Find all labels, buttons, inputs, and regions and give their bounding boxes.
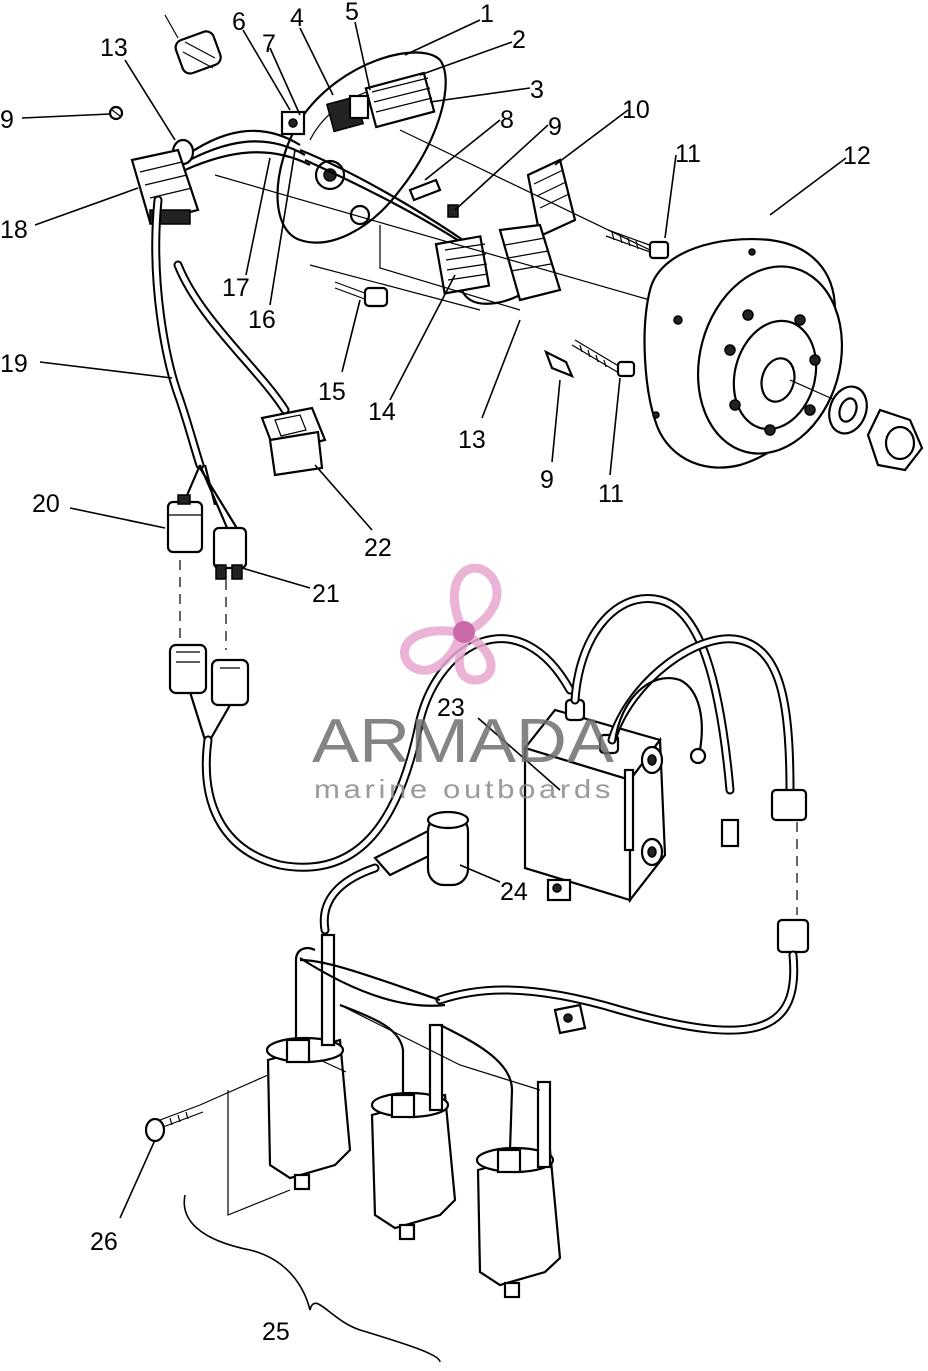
callout-25: 25	[262, 1318, 290, 1346]
callout-6: 6	[232, 8, 246, 36]
callout-16: 16	[248, 306, 276, 334]
callout-24: 24	[500, 878, 528, 906]
watermark: ARMADA marine outboards	[312, 563, 615, 804]
flywheel-nut-icon	[866, 408, 924, 472]
callout-12: 12	[843, 142, 871, 170]
callout-18: 18	[0, 216, 28, 244]
connector-icon	[212, 526, 248, 580]
ignition-coil-icon	[439, 1024, 562, 1299]
callout-11-upper: 11	[675, 140, 701, 168]
screw-icon	[543, 349, 575, 379]
regulator-icon	[498, 158, 577, 302]
flywheel-icon	[643, 238, 844, 469]
callout-15: 15	[318, 378, 346, 406]
wire-harness-icon	[151, 195, 290, 531]
watermark-tagline: marine outboards	[314, 774, 614, 804]
screw-icon	[144, 1104, 204, 1143]
wire-harness-icon	[188, 634, 575, 872]
bracket-icon	[280, 110, 306, 136]
connector-icon	[130, 148, 200, 225]
screw-icon	[571, 339, 636, 378]
callout-1: 1	[480, 0, 494, 28]
callout-23: 23	[437, 694, 465, 722]
watermark-brand: ARMADA	[312, 707, 615, 776]
connector-icon	[260, 406, 327, 477]
callout-17: 17	[222, 274, 250, 302]
screw-icon	[447, 204, 459, 218]
bracket-icon	[553, 1003, 587, 1035]
callout-20: 20	[32, 490, 60, 518]
screw-icon	[408, 178, 442, 202]
callout-7: 7	[262, 30, 276, 58]
leader-lines	[21, 19, 847, 1219]
callout-13-upper: 13	[100, 34, 128, 62]
spark-plug-cap-icon	[319, 810, 470, 935]
callout-8: 8	[500, 106, 514, 134]
callout-13-lower: 13	[458, 426, 486, 454]
callout-11-lower: 11	[598, 480, 624, 508]
ignition-coil-icon	[265, 933, 352, 1191]
callout-5: 5	[345, 0, 359, 26]
connector-icon	[168, 643, 250, 707]
pulser-coil-icon	[325, 71, 436, 133]
callout-21: 21	[312, 580, 340, 608]
ignition-coil-icon	[339, 1003, 457, 1241]
callout-9-lower: 9	[540, 466, 554, 494]
callout-26: 26	[90, 1228, 118, 1256]
washer-icon	[828, 385, 868, 435]
cdi-module-icon	[523, 698, 667, 904]
connector-icon	[166, 494, 204, 554]
callout-4: 4	[290, 4, 304, 32]
callout-9-upper-left: 9	[0, 106, 14, 134]
callout-9-upper-right: 9	[548, 113, 562, 141]
screw-icon	[334, 281, 389, 308]
callout-labels: 1 2 3 4 5 6 7 13 9 8 9 10 11 12 18 17 16…	[0, 0, 871, 1346]
wire-harness-icon	[299, 957, 541, 1091]
propeller-logo-icon	[400, 563, 502, 685]
callout-2: 2	[512, 26, 526, 54]
callout-19: 19	[0, 350, 28, 378]
spark-plug-cap-icon	[164, 14, 222, 75]
callout-3: 3	[530, 76, 544, 104]
screw-icon	[108, 105, 124, 121]
callout-22: 22	[364, 534, 392, 562]
callout-10: 10	[622, 96, 650, 124]
wire-harness-icon	[435, 594, 810, 1035]
callout-14: 14	[368, 398, 396, 426]
